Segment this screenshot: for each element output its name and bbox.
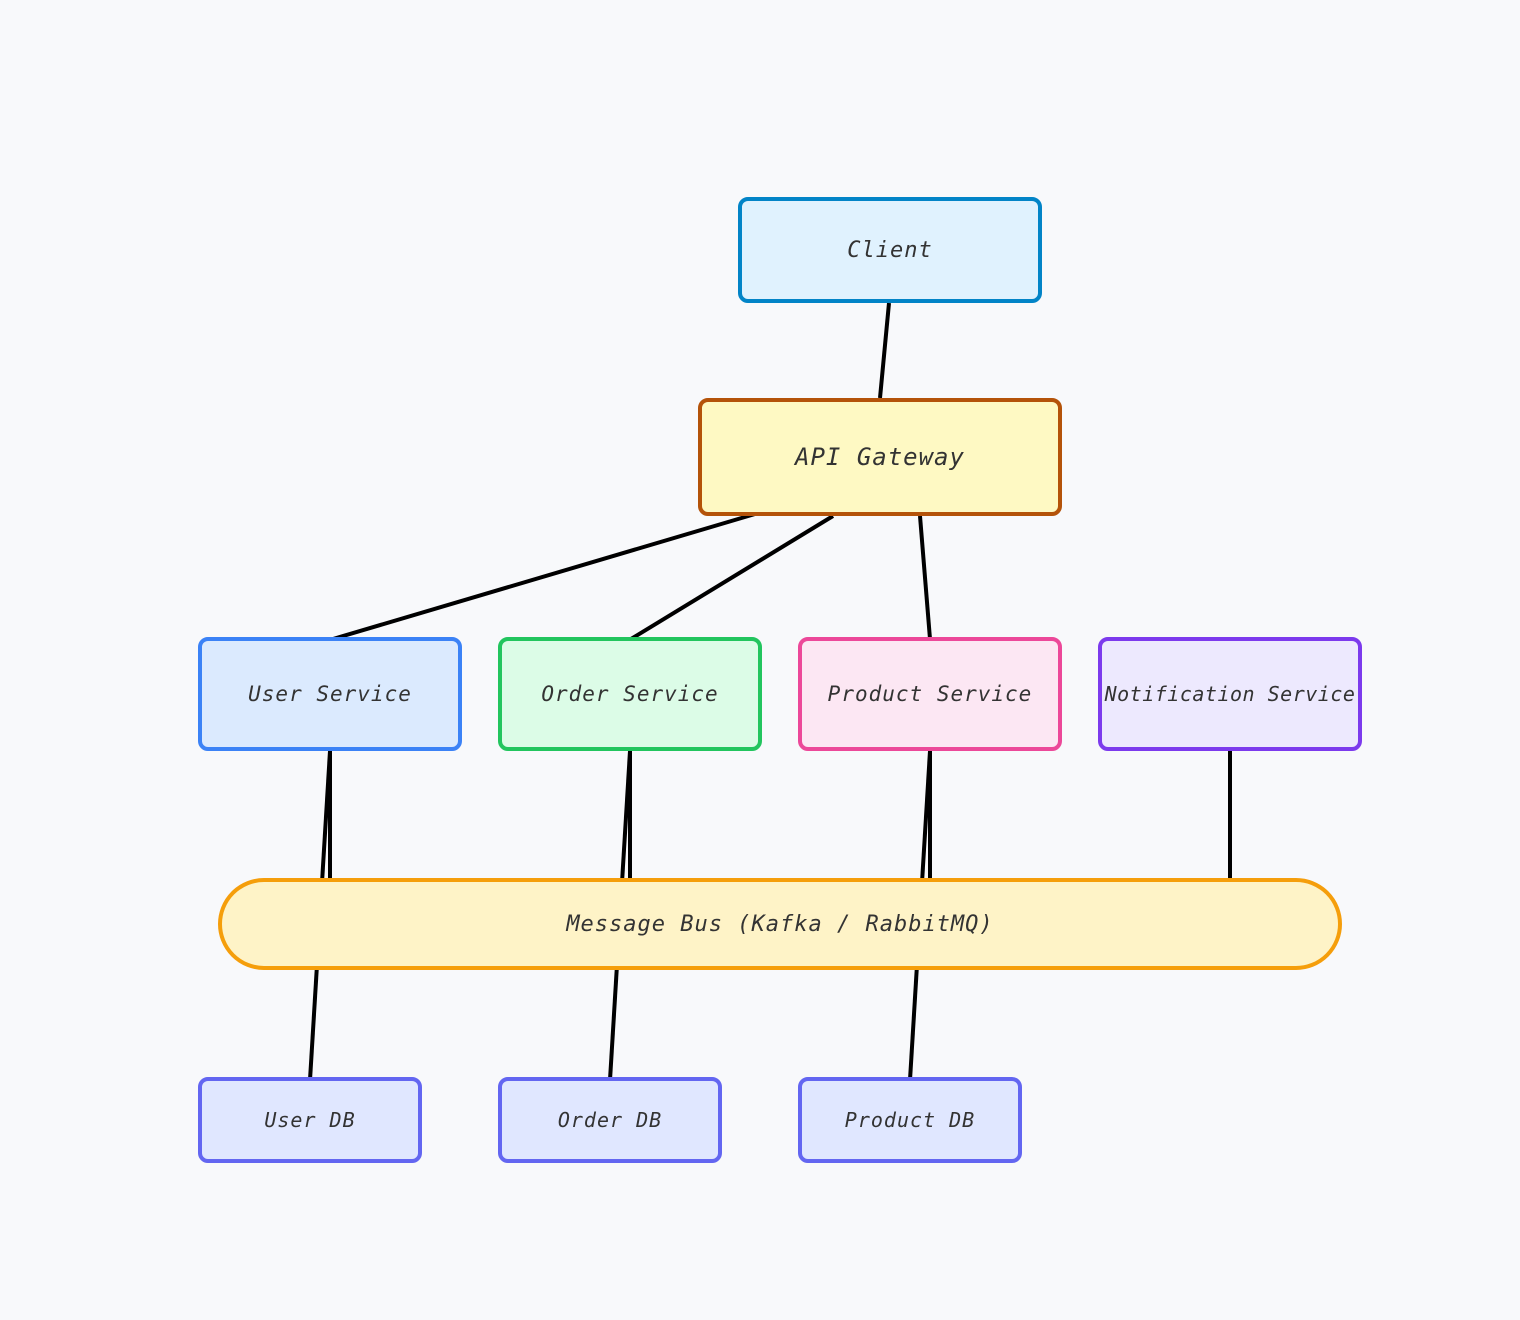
node-label: Message Bus (Kafka / RabbitMQ) [566, 911, 994, 937]
node-user-db: User DB [198, 1077, 422, 1163]
node-client: Client [738, 197, 1042, 303]
edge-gateway-order-service [629, 514, 835, 641]
node-message-bus: Message Bus (Kafka / RabbitMQ) [218, 878, 1342, 970]
node-label: User Service [248, 682, 412, 706]
edge-gateway-product-service [918, 515, 932, 640]
node-label: Order Service [541, 682, 719, 706]
node-label: Order DB [557, 1108, 663, 1132]
node-product-service: Product Service [798, 637, 1062, 751]
node-order-db: Order DB [498, 1077, 722, 1163]
node-label: Product Service [827, 682, 1033, 706]
node-api-gateway: API Gateway [698, 398, 1062, 516]
edge-client-gateway [878, 302, 891, 399]
node-label: Client [847, 237, 933, 263]
node-label: Notification Service [1104, 682, 1356, 706]
node-notification-service: Notification Service [1098, 637, 1362, 751]
node-product-db: Product DB [798, 1077, 1022, 1163]
node-user-service: User Service [198, 637, 462, 751]
edge-gateway-user-service [332, 512, 756, 641]
node-order-service: Order Service [498, 637, 762, 751]
node-label: API Gateway [795, 443, 965, 471]
node-label: Product DB [844, 1108, 976, 1132]
node-label: User DB [264, 1108, 356, 1132]
